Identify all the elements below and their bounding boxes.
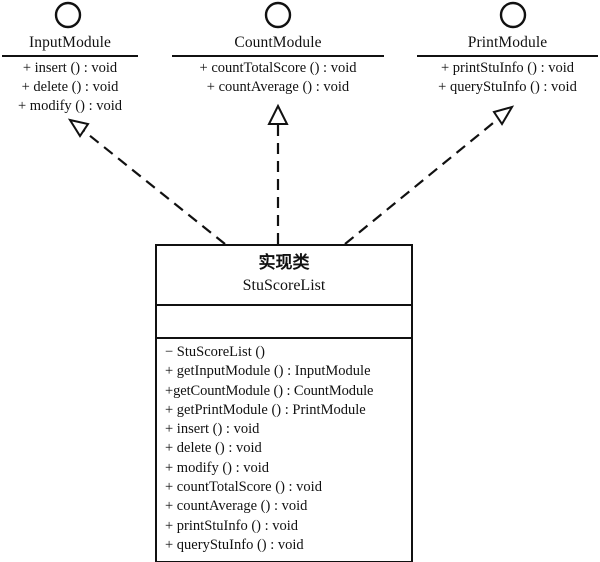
method-item: + delete () : void	[165, 440, 262, 457]
operation-item: + insert () : void	[22, 60, 118, 76]
class-name: StuScoreList	[242, 277, 326, 294]
interface-print-module[interactable]: PrintModule + printStuInfo () : void + q…	[417, 33, 598, 97]
operation-item: + modify () : void	[17, 98, 123, 114]
method-item: + insert () : void	[165, 421, 260, 438]
operation-item: + countTotalScore () : void	[199, 60, 357, 76]
method-item: + getPrintModule () : PrintModule	[165, 401, 366, 418]
method-item: +getCountModule () : CountModule	[165, 382, 374, 399]
method-item: + modify () : void	[165, 459, 270, 476]
method-item: + countAverage () : void	[165, 498, 308, 515]
realization-arrow-input-module	[67, 118, 226, 245]
interface-divider-input-module	[2, 55, 138, 57]
interface-operations-input-module: + insert () : void + delete () : void + …	[2, 58, 138, 116]
class-header: 实现类 StuScoreList	[157, 246, 411, 306]
interface-divider-print-module	[417, 55, 598, 57]
class-box-stu-score-list[interactable]: 实现类 StuScoreList − StuScoreList () + get…	[155, 244, 413, 562]
interface-name-print-module: PrintModule	[467, 34, 548, 51]
class-stereotype: 实现类	[258, 253, 310, 273]
interface-operations-print-module: + printStuInfo () : void + queryStuInfo …	[417, 58, 598, 97]
realization-arrow-print-module	[344, 105, 515, 245]
method-item: + queryStuInfo () : void	[165, 536, 304, 553]
interface-circle-icon-count-module	[264, 1, 292, 29]
interface-operations-count-module: + countTotalScore () : void + countAvera…	[172, 58, 384, 97]
method-item: + countTotalScore () : void	[165, 479, 322, 496]
realization-arrow-count-module	[267, 103, 289, 244]
operation-item: + delete () : void	[21, 79, 119, 95]
method-item: − StuScoreList ()	[165, 344, 265, 360]
interface-name-count-module: CountModule	[234, 34, 322, 51]
interface-circle-icon-print-module	[499, 1, 527, 29]
interface-input-module[interactable]: InputModule + insert () : void + delete …	[2, 33, 138, 116]
interface-circle-icon-input-module	[54, 1, 82, 29]
class-attributes-compartment	[157, 306, 411, 339]
interface-divider-count-module	[172, 55, 384, 57]
operation-item: + queryStuInfo () : void	[438, 79, 577, 95]
method-item: + getInputModule () : InputModule	[165, 363, 371, 380]
operation-item: + countAverage () : void	[206, 79, 350, 95]
class-methods-compartment: − StuScoreList () + getInputModule () : …	[157, 339, 411, 561]
interface-name-input-module: InputModule	[28, 34, 112, 51]
interface-count-module[interactable]: CountModule + countTotalScore () : void …	[172, 33, 384, 97]
operation-item: + printStuInfo () : void	[440, 60, 575, 76]
method-item: + printStuInfo () : void	[165, 517, 299, 534]
